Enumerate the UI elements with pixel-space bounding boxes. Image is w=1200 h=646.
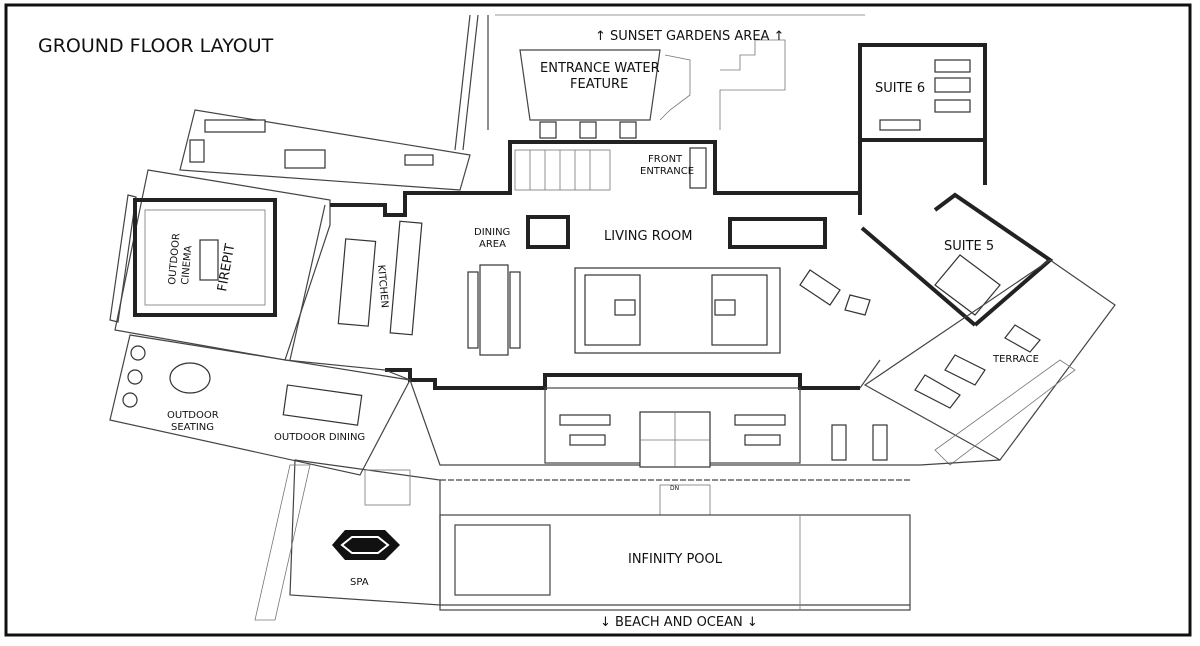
terrace: [863, 259, 1116, 466]
label-sunset-gardens: ↑ SUNSET GARDENS AREA ↑: [595, 29, 784, 44]
suite-6-furniture: [879, 59, 971, 131]
label-dining-2: AREA: [479, 239, 506, 250]
entrance-water-feature: [519, 39, 786, 139]
label-suite-5: SUITE 5: [944, 239, 994, 254]
kitchen-counters: [337, 220, 423, 336]
infinity-pool: [439, 514, 911, 611]
label-outdoor-cinema-1: OUTDOOR: [167, 233, 182, 286]
label-outdoor-dining: OUTDOOR DINING: [274, 432, 365, 443]
outdoor-cinema-area: [109, 169, 331, 361]
label-terrace: TERRACE: [992, 354, 1039, 365]
lower-deck: [384, 369, 1001, 516]
label-infinity-pool: INFINITY POOL: [628, 552, 723, 567]
outdoor-terrace-west: [109, 334, 411, 476]
plan-title: GROUND FLOOR LAYOUT: [38, 35, 274, 57]
living-room-furniture: [526, 215, 827, 354]
label-suite-6: SUITE 6: [875, 81, 925, 96]
label-kitchen: KITCHEN: [375, 264, 390, 308]
label-front-entrance-2: ENTRANCE: [640, 166, 694, 177]
label-living-room: LIVING ROOM: [604, 229, 692, 244]
label-water-feature-1: ENTRANCE WATER: [540, 61, 660, 76]
label-stair-dn: DN: [670, 485, 679, 492]
label-outdoor-seating-1: OUTDOOR: [167, 410, 219, 421]
label-outdoor-seating-2: SEATING: [171, 422, 214, 433]
label-dining-1: DINING: [474, 227, 510, 238]
entrance-stairs: [514, 147, 707, 191]
label-spa: SPA: [350, 577, 369, 588]
main-walls: [284, 43, 1054, 390]
label-outdoor-cinema-2: CINEMA: [180, 245, 194, 285]
suite-5-furniture: [799, 254, 1001, 316]
label-beach-ocean: ↓ BEACH AND OCEAN ↓: [600, 615, 758, 630]
label-water-feature-2: FEATURE: [570, 77, 628, 92]
site-boundary: [454, 14, 865, 151]
dining-table: [467, 264, 521, 356]
label-front-entrance-1: FRONT: [648, 154, 683, 165]
upper-deck: [179, 109, 471, 191]
